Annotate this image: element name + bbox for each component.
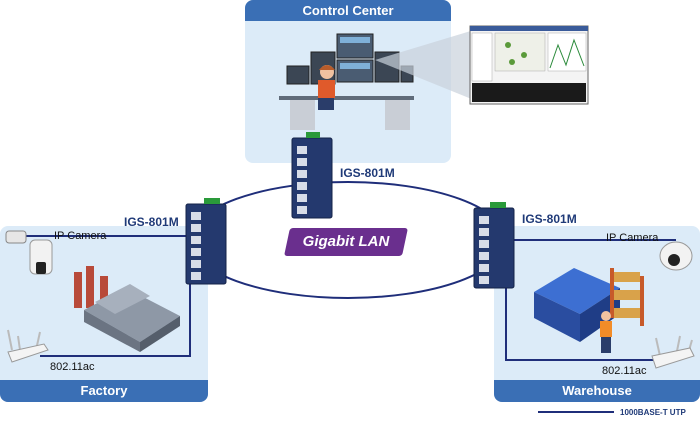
gigabit-lan-label: Gigabit LAN: [302, 233, 390, 250]
warehouse-illustration: [534, 268, 644, 353]
left-ip-camera-icon: [5, 230, 53, 275]
top-switch-label: IGS-801M: [340, 166, 395, 180]
legend-label: 1000BASE-T UTP: [620, 408, 686, 417]
right-ip-camera-icon: [659, 241, 693, 271]
left-ip-camera-label: IP Camera: [54, 230, 107, 242]
right-switch-label: IGS-801M: [522, 212, 577, 226]
right-ap-label: 802.11ac: [602, 365, 647, 377]
warehouse-title: Warehouse: [562, 383, 632, 398]
factory-illustration: [74, 266, 180, 352]
left-switch-label: IGS-801M: [124, 215, 179, 229]
right-wireless-ap-icon: [651, 335, 695, 369]
monitoring-software-screenshot: [375, 25, 589, 105]
left-wireless-ap-icon: [7, 329, 49, 363]
right-switch-device: [473, 202, 515, 289]
utp-links: [24, 235, 676, 361]
control-room-illustration: [279, 33, 414, 130]
right-ip-camera-label: IP Camera: [606, 232, 659, 244]
factory-title: Factory: [80, 383, 128, 398]
left-switch-device: [185, 198, 227, 285]
control-center-title: Control Center: [302, 3, 394, 18]
left-ap-label: 802.11ac: [50, 361, 95, 373]
top-switch-device: [291, 132, 333, 219]
